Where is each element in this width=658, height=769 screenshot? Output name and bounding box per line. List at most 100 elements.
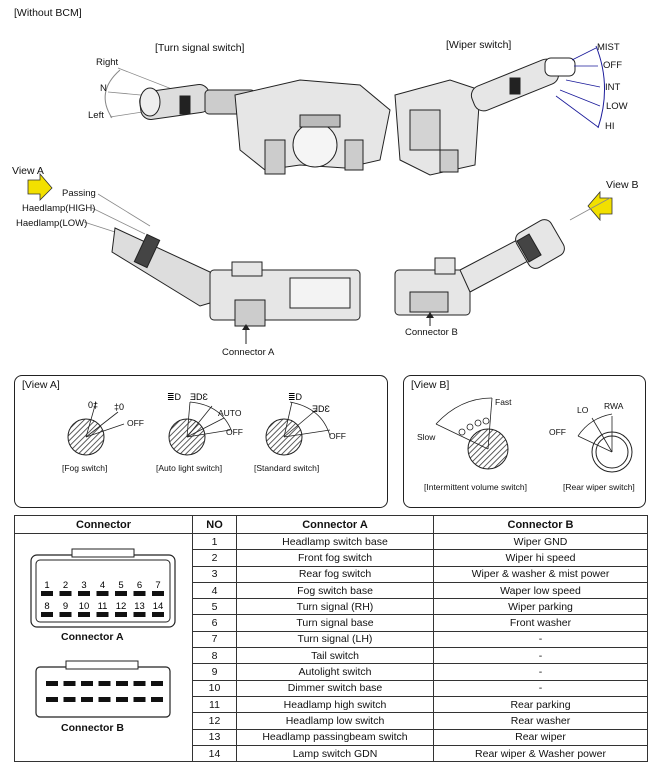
connector-b-function: Rear wiper & Washer power [433, 744, 648, 763]
turn-pos-right: Right [96, 57, 119, 68]
header-connector-b: Connector B [433, 515, 648, 534]
standard-switch-caption: [Standard switch] [254, 463, 320, 473]
connector-a-function: Tail switch [236, 647, 434, 665]
connector-b-function: Rear washer [433, 712, 648, 730]
fog-off-label: OFF [127, 418, 144, 428]
connector-a-function: Headlamp switch base [236, 532, 434, 551]
connector-a-pin-top [133, 591, 146, 596]
auto-off-label: OFF [226, 427, 243, 437]
switch-assembly-drawing [27, 45, 613, 344]
connector-a-pin-bottom [96, 612, 109, 617]
connector-a-pin-top [152, 591, 164, 596]
connector-a-pin-bottom [59, 612, 72, 617]
turn-signal-title: [Turn signal switch] [155, 42, 245, 54]
connector-a-pin-label: 8 [44, 601, 49, 612]
rear-off-label: OFF [549, 427, 566, 437]
connector-b-function: Wiper hi speed [433, 549, 648, 567]
pin-number: 7 [192, 630, 237, 649]
connector-a-pin-label: 5 [118, 580, 123, 591]
connector-b-pin [133, 681, 146, 686]
connector-a-pin-label: 4 [100, 580, 105, 591]
connector-b-pin [98, 681, 111, 686]
wiper-switch-body [394, 57, 576, 176]
wiper-pos-low: LOW [606, 101, 628, 112]
connector-a-pin-label: 7 [155, 580, 160, 591]
fast-label: Fast [495, 397, 512, 407]
connector-a-pin-label: 9 [63, 601, 68, 612]
connector-a-pin-top [115, 591, 127, 596]
rear-wiper-caption: [Rear wiper switch] [563, 482, 635, 492]
connector-a-function: Lamp switch GDN [236, 744, 434, 763]
pin-number: 3 [192, 565, 237, 583]
view-b-panel [403, 375, 646, 508]
connector-a-callout: Connector A [222, 347, 275, 358]
slow-label: Slow [417, 432, 436, 442]
rear-rwa-label: RWA [604, 401, 624, 411]
connector-b-pin [63, 681, 76, 686]
connector-a-body [209, 261, 361, 327]
connector-a-pin-label: 3 [81, 580, 86, 591]
connector-a-pin-top [59, 591, 72, 596]
connector-a-function: Headlamp high switch [236, 695, 434, 714]
intermittent-caption: [Intermittent volume switch] [424, 482, 527, 492]
connector-b-function: Front washer [433, 614, 648, 632]
connector-a-pin-top [96, 591, 109, 596]
connector-a-pin-label: 6 [137, 580, 142, 591]
connector-a-pin-top [41, 591, 53, 596]
view-a-title: [View A] [22, 379, 60, 391]
standard-off-label: OFF [329, 431, 346, 441]
pin-number: 12 [192, 712, 237, 730]
pin-number: 6 [192, 614, 237, 632]
connector-a-pin-bottom [115, 612, 127, 617]
connector-b-pins [46, 681, 163, 702]
pin-number: 4 [192, 581, 237, 600]
connector-b-body [394, 219, 565, 316]
fog-switch-caption: [Fog switch] [62, 463, 108, 473]
connector-b-function: - [433, 630, 648, 649]
pin-number: 2 [192, 549, 237, 567]
rear-lo-label: LO [577, 405, 589, 415]
connector-b-pin [151, 697, 163, 702]
connector-a-pin-label: 10 [79, 601, 90, 612]
pin-number: 14 [192, 744, 237, 763]
pin-number: 13 [192, 728, 237, 746]
connector-b-pin [46, 681, 58, 686]
wiper-switch-title: [Wiper switch] [446, 39, 512, 51]
connector-a-function: Front fog switch [236, 549, 434, 567]
connector-a-pin-bottom [78, 612, 90, 617]
auto-label: AUTO [218, 408, 242, 418]
wiper-pos-int: INT [605, 82, 621, 93]
header-connector-a: Connector A [236, 515, 434, 534]
pos-passing: Passing [62, 188, 96, 199]
connector-a-function: Rear fog switch [236, 565, 434, 583]
connector-b-pin [116, 681, 128, 686]
connector-a-function: Dimmer switch base [236, 679, 434, 697]
connector-a-function: Headlamp low switch [236, 712, 434, 730]
pin-number: 8 [192, 647, 237, 665]
header-variant: [Without BCM] [14, 7, 82, 19]
view-b-title: [View B] [411, 379, 450, 391]
connector-b-pin [133, 697, 146, 702]
connector-b-function: - [433, 647, 648, 665]
connector-a-pin-label: 1 [44, 580, 49, 591]
connector-a-function: Turn signal (RH) [236, 598, 434, 616]
pin-number: 1 [192, 532, 237, 551]
connector-b-function: Wiper GND [433, 532, 648, 551]
switch-body [234, 79, 391, 175]
connector-a-function: Turn signal base [236, 614, 434, 632]
connector-b-pin [98, 697, 111, 702]
connector-a-pin-bottom [152, 612, 164, 617]
connector-a-pin-top [78, 591, 90, 596]
connector-b-function: Rear wiper [433, 728, 648, 746]
auto-light-caption: [Auto light switch] [156, 463, 223, 473]
wiper-pos-off: OFF [603, 60, 622, 71]
